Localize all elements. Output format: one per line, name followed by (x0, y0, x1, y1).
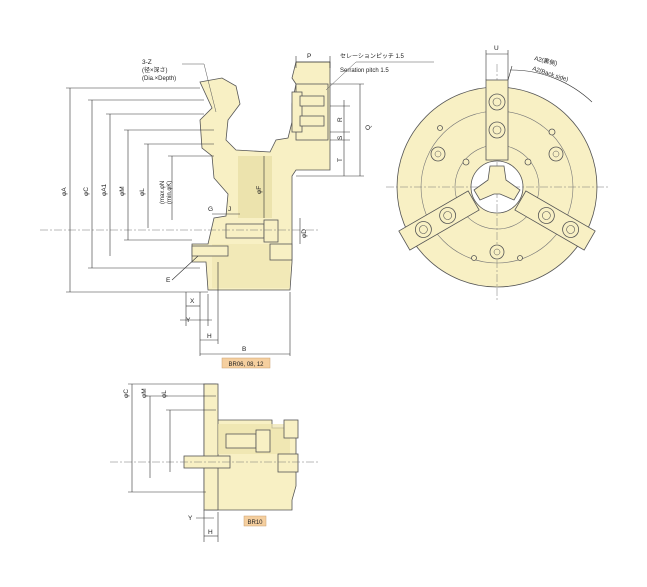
bottom-bolt (225, 433, 257, 449)
label-max-N: (max.φN (160, 181, 166, 204)
section-view-top: φA φC φA1 φM φL (max.φN (min.φK) φF G J … (40, 53, 434, 369)
label-min-K: (min.φK) (167, 181, 173, 204)
body-holes (430, 125, 564, 261)
label-P: P (307, 53, 311, 60)
bottom-top-jaw (283, 419, 299, 439)
center-plunger (473, 165, 521, 201)
jaw-lower-right (398, 190, 480, 251)
label-Y: Y (186, 317, 191, 324)
label-bottom-H: H (208, 529, 213, 536)
badge-top (221, 357, 271, 369)
label-dia-A: φA (61, 187, 68, 196)
label-H: H (207, 333, 212, 340)
label-A2-en: A2(Back side) (531, 66, 568, 83)
jaw-top-bolt-2 (488, 121, 506, 139)
section-view-bottom: φC φM φL Y H BR10 (110, 383, 320, 542)
label-G: G (208, 206, 213, 213)
lower-pin-head (269, 243, 293, 261)
label-E: E (166, 277, 171, 284)
note-3z-title: 3-Z (142, 59, 152, 66)
label-S: S (337, 135, 344, 140)
label-dia-M: φM (119, 186, 126, 196)
lower-bolt (225, 223, 265, 239)
label-bottom-Y: Y (188, 515, 193, 522)
jaw-top (485, 79, 509, 161)
front-view: U A2(裏側) A2(Back side) (386, 45, 610, 300)
lower-bolt-head (263, 219, 279, 243)
top-jaw-screw-1 (299, 95, 325, 107)
jaw-top-bolt-1 (488, 93, 506, 111)
badge-top-label: BR06, 08, 12 (228, 362, 264, 368)
note-3z-jp: (径×深さ) (142, 66, 168, 74)
badge-bottom (243, 515, 267, 527)
label-Q: Q (365, 125, 372, 130)
label-bottom-dia-C: φC (123, 389, 130, 398)
label-B: B (242, 346, 246, 353)
note-serration-en: Serration pitch 1.5 (340, 68, 389, 74)
label-A2-jp: A2(裏側) (534, 54, 559, 67)
label-dia-F: φF (256, 186, 263, 194)
bottom-pin-head (277, 453, 299, 473)
bottom-bolt-head (255, 429, 271, 453)
label-T: T (337, 158, 344, 162)
label-bottom-dia-L: φL (161, 390, 168, 398)
label-dia-C: φC (83, 187, 90, 196)
bore-shade (238, 156, 272, 218)
label-R: R (337, 117, 344, 122)
label-dia-A1: φA1 (101, 183, 108, 196)
label-U: U (494, 45, 499, 52)
label-J: J (228, 206, 231, 213)
label-dia-L: φL (139, 188, 146, 196)
top-jaw-serration (291, 91, 303, 133)
label-X: X (190, 298, 195, 305)
note-serration-jp: セレーションピッチ 1.5 (340, 53, 405, 60)
badge-bottom-label: BR10 (247, 520, 263, 526)
label-dia-D: φD (301, 229, 308, 238)
label-bottom-dia-M: φM (141, 388, 148, 398)
note-3z-en: (Dia.×Depth) (142, 76, 176, 82)
jaw-lower-left (514, 190, 596, 251)
lower-pin (191, 245, 229, 257)
top-jaw-screw-2 (299, 115, 325, 127)
bottom-front-plate (203, 383, 219, 511)
